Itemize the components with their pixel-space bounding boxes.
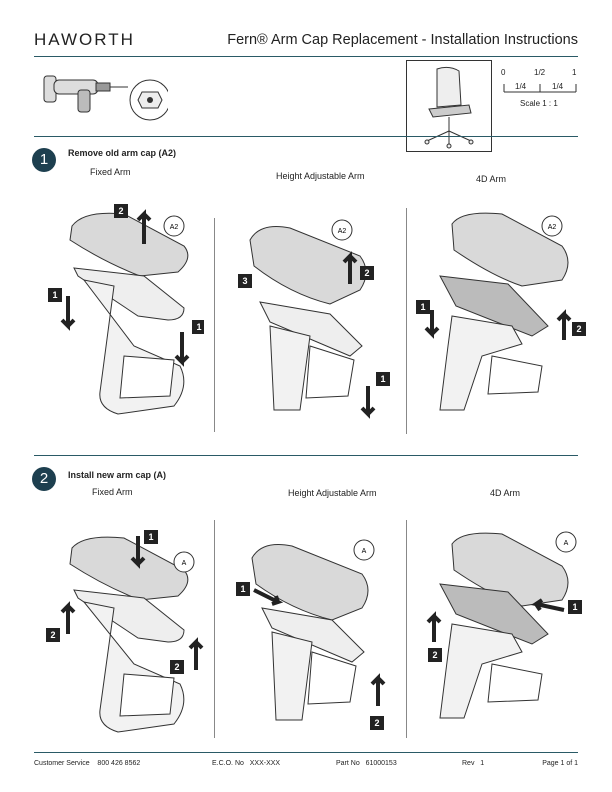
svg-text:A: A xyxy=(182,560,187,567)
scale-minor-1: 1/4 xyxy=(515,82,527,91)
svg-text:A: A xyxy=(362,548,367,555)
svg-text:2: 2 xyxy=(364,268,369,278)
step-2-divider-b xyxy=(406,520,407,738)
step-2-divider-a xyxy=(214,520,215,738)
step-1-fixed-arm-diagram: A2 2 1 1 xyxy=(48,204,204,415)
step-2-col-height: Height Adjustable Arm xyxy=(288,488,377,498)
footer-page: Page 1 of 1 xyxy=(542,760,578,767)
svg-text:2: 2 xyxy=(50,630,55,640)
step-1-4d-part-label: A2 xyxy=(541,215,563,237)
svg-text:1: 1 xyxy=(380,374,385,384)
callout-2-icon: 2 xyxy=(556,309,586,340)
svg-text:2: 2 xyxy=(374,718,379,728)
step-2-ha-part-label: A xyxy=(353,539,375,561)
callout-1-icon: 1 xyxy=(360,372,390,419)
part-label: Part No xyxy=(336,760,360,767)
step-1-ha-part-label: A2 xyxy=(331,219,353,241)
callout-2-icon: 2 xyxy=(114,204,152,244)
footer-customer-service: Customer Service 800 426 8562 xyxy=(34,760,140,767)
brand-logo: HAWORTH xyxy=(34,30,135,49)
header-rule xyxy=(34,56,578,57)
callout-2b-icon: 2 xyxy=(170,637,204,674)
customer-service-label: Customer Service xyxy=(34,760,90,767)
rev-value: 1 xyxy=(480,760,485,767)
scale-tick-0: 0 xyxy=(501,68,506,77)
chair-thumbnail xyxy=(406,60,492,152)
chair-icon xyxy=(424,66,474,149)
svg-text:2: 2 xyxy=(174,662,179,672)
callout-1a-icon: 1 xyxy=(48,288,76,331)
step-2-col-fixed: Fixed Arm xyxy=(92,487,133,497)
svg-text:2: 2 xyxy=(118,206,123,216)
eco-value: XXX-XXX xyxy=(249,760,281,767)
step-2-4d-arm-diagram: A 1 2 xyxy=(426,531,582,719)
scale-label: Scale 1 : 1 xyxy=(520,99,558,108)
svg-text:2: 2 xyxy=(576,324,581,334)
step-1-badge: 1 xyxy=(32,148,56,172)
callout-1-icon: 1 xyxy=(130,530,158,569)
callout-1-icon: 1 xyxy=(416,300,440,339)
step-1-divider-b xyxy=(406,208,407,434)
step-2-col-4d: 4D Arm xyxy=(490,488,521,498)
step-2-fixed-arm-diagram: A 1 2 2 xyxy=(46,530,204,733)
section-rule-2 xyxy=(34,455,578,456)
step-1-col-fixed: Fixed Arm xyxy=(90,167,131,177)
callout-1-icon: 1 xyxy=(236,582,284,606)
step-2-title: Install new arm cap (A) xyxy=(68,470,167,480)
footer-rev: Rev 1 xyxy=(462,760,484,767)
step-1-4d-arm-diagram: A2 1 2 xyxy=(416,212,586,411)
step-2-part-label: A xyxy=(173,551,195,573)
step-1-divider-a xyxy=(214,218,215,432)
scale-bar xyxy=(503,84,577,93)
scale-tick-1: 1 xyxy=(572,68,577,77)
callout-2-icon: 2 xyxy=(370,673,386,730)
step-2-4d-part-label: A xyxy=(555,531,577,553)
rev-label: Rev xyxy=(462,760,475,767)
part-value: 61000153 xyxy=(365,760,397,767)
footer-eco: E.C.O. No XXX-XXX xyxy=(212,760,280,767)
step-1-part-label: A2 xyxy=(163,215,185,237)
step-1-title: Remove old arm cap (A2) xyxy=(68,148,177,158)
svg-text:1: 1 xyxy=(148,532,153,542)
svg-text:A2: A2 xyxy=(548,224,557,231)
screw-icon xyxy=(129,79,168,121)
callout-1-icon: 1 xyxy=(530,598,582,614)
scale-tick-half: 1/2 xyxy=(534,68,546,77)
footer-rule xyxy=(34,752,578,753)
drill-icon xyxy=(43,75,168,121)
step-1-col-height: Height Adjustable Arm xyxy=(276,171,365,181)
step-1-height-arm-diagram: A2 2 3 1 xyxy=(238,219,390,419)
scale-minor-2: 1/4 xyxy=(552,82,564,91)
callout-2-icon: 2 xyxy=(342,251,374,284)
svg-text:1: 1 xyxy=(52,290,57,300)
step-1-col-4d: 4D Arm xyxy=(476,174,507,184)
callout-2-icon: 2 xyxy=(426,611,442,662)
step-2-badge: 2 xyxy=(32,467,56,491)
svg-text:A2: A2 xyxy=(170,224,179,231)
callout-1b-icon: 1 xyxy=(174,320,204,367)
svg-text:2: 2 xyxy=(432,650,437,660)
section-rule-1 xyxy=(34,136,578,137)
footer-part: Part No 61000153 xyxy=(336,760,397,767)
svg-text:A2: A2 xyxy=(338,228,347,235)
eco-label: E.C.O. No xyxy=(212,760,244,767)
step-2-height-arm-diagram: A 1 2 xyxy=(236,539,386,730)
svg-text:1: 1 xyxy=(196,322,201,332)
svg-text:3: 3 xyxy=(242,276,247,286)
svg-text:1: 1 xyxy=(572,602,577,612)
callout-3-icon: 3 xyxy=(238,274,252,288)
svg-text:1: 1 xyxy=(240,584,245,594)
svg-text:A: A xyxy=(564,540,569,547)
callout-2a-icon: 2 xyxy=(46,601,76,642)
svg-text:1: 1 xyxy=(420,302,425,312)
customer-service-phone: 800 426 8562 xyxy=(97,760,141,767)
document-title: Fern® Arm Cap Replacement - Installation… xyxy=(227,32,578,48)
